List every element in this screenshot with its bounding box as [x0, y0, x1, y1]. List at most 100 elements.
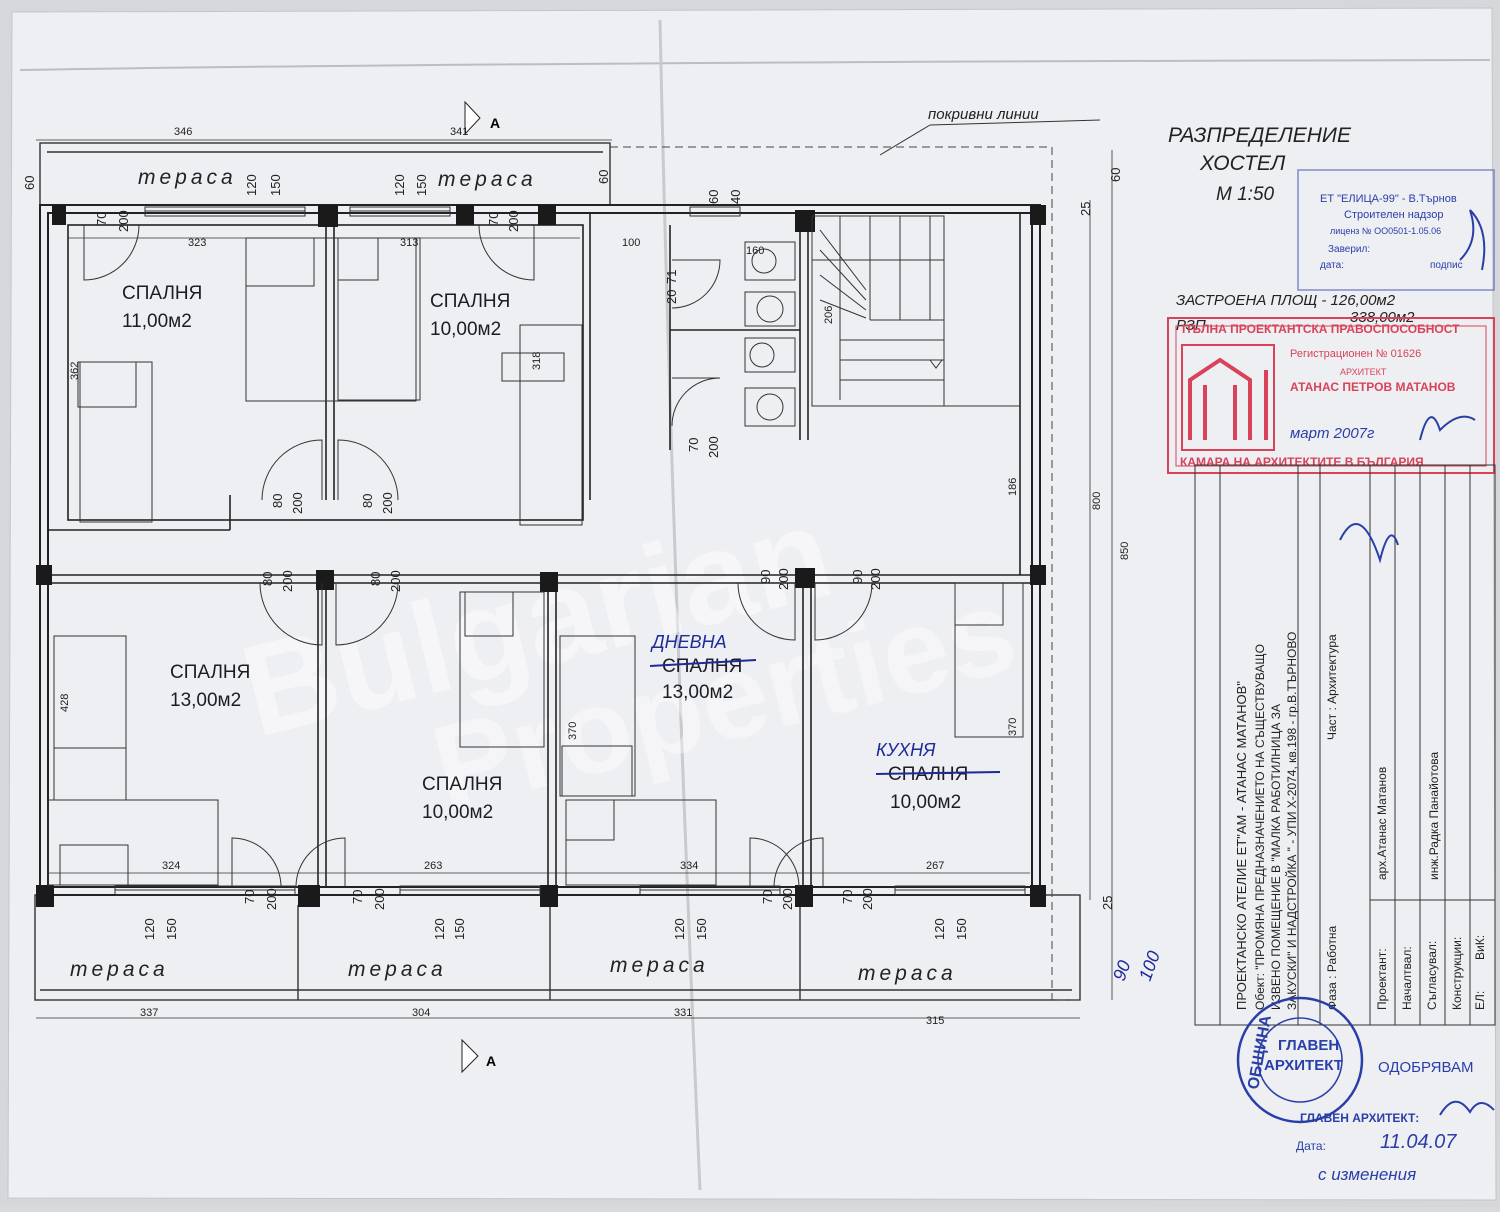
stamp-line: подпис	[1430, 260, 1463, 271]
door-width: 70	[686, 438, 701, 452]
company-stamp: ЕТ "ЕЛИЦА-99" - В.Търнов Строителен надз…	[1297, 169, 1495, 291]
door-width: 70	[94, 212, 109, 226]
window-height: 150	[954, 918, 969, 940]
windows	[114, 206, 1026, 896]
vik-label: ВиК:	[1473, 935, 1487, 960]
constructions-label: Конструкции:	[1450, 937, 1464, 1010]
signature	[1339, 523, 1399, 564]
dimension-label: 331	[674, 1007, 692, 1019]
drawing-title: РАЗПРЕДЕЛЕНИЕ	[1168, 124, 1352, 147]
interior-walls	[48, 213, 1032, 887]
constructions-value: инж.Радка Панайотова	[1427, 752, 1441, 880]
terrace-label: тераса	[610, 954, 709, 977]
handwritten-note: март 2007г	[1290, 425, 1375, 442]
titleblock-object: ИЗВЕНО ПОМЕЩЕНИЕ В "МАЛКА РАБОТИЛНИЦА ЗА	[1269, 704, 1283, 1010]
paper-fold	[19, 59, 1491, 71]
section-mark-label: А	[490, 115, 500, 131]
stamp-line: АРХИТЕКТ	[1264, 1057, 1343, 1074]
room-area: 10,00м2	[422, 802, 493, 823]
roof-line-leader	[879, 124, 931, 156]
terrace-label: тераса	[348, 958, 447, 981]
beds	[47, 237, 1024, 886]
title-block-grid	[1194, 464, 1496, 1026]
terrace-label: тераса	[858, 962, 957, 985]
dimension-label: 186	[1007, 478, 1019, 496]
section-mark-label: А	[486, 1053, 496, 1069]
titleblock-phase: Фаза : Работна	[1325, 925, 1339, 1010]
dimension-label: 346	[174, 126, 192, 138]
titleblock-part: Част : Архитектура	[1325, 634, 1339, 740]
stamp-line: Регистрационен № 01626	[1290, 348, 1421, 360]
columns	[36, 205, 1046, 907]
door-height: 200	[290, 492, 305, 514]
dimension-label: 313	[400, 237, 418, 249]
window-height: 150	[694, 918, 709, 940]
stamp-line: АТАНАС ПЕТРОВ МАТАНОВ	[1290, 380, 1456, 394]
dimension-label: 850	[1119, 542, 1131, 560]
roof-line	[610, 146, 1080, 1001]
door-width: 70	[486, 212, 501, 226]
stamp-line: лиценз № ОО0501-1.05.06	[1330, 226, 1441, 236]
door-height: 200	[116, 210, 131, 232]
terrace-label: тераса	[70, 958, 169, 981]
window-width: 120	[672, 918, 687, 940]
door-height: 200	[388, 570, 403, 592]
terrace-label: тераса	[138, 166, 237, 189]
door-height: 200	[506, 210, 521, 232]
built-area: ЗАСТРОЕНА ПЛОЩ - 126,00м2	[1176, 292, 1396, 309]
window-width: 120	[142, 918, 157, 940]
dimension-label: 428	[59, 694, 71, 712]
dimension-label: 267	[926, 860, 944, 872]
stamp-line: Строителен надзор	[1344, 209, 1443, 221]
dimension-label: 25	[1100, 896, 1115, 910]
handwritten-note: с изменения	[1318, 1165, 1416, 1184]
roof-line-leader	[929, 119, 1101, 126]
room-name: СПАЛНЯ	[662, 656, 742, 677]
stamp-line: АРХИТЕКТ	[1340, 367, 1387, 377]
titleblock-object: Обект: "ПРОМЯНА ПРЕДНАЗНАЧЕНИЕТО НА СЪЩЕ…	[1253, 644, 1267, 1010]
room-name: СПАЛНЯ	[888, 764, 968, 785]
stamp-line: Дата:	[1296, 1139, 1326, 1153]
door-width: 80	[368, 572, 383, 586]
door-height: 200	[706, 436, 721, 458]
window-height: 150	[452, 918, 467, 940]
agreed-label: Съгласувал:	[1425, 941, 1439, 1010]
roof-lines-label: покривни линии	[928, 106, 1039, 123]
room-area: 13,00м2	[662, 682, 733, 703]
stamp-line: ГЛАВЕН АРХИТЕКТ:	[1300, 1111, 1419, 1125]
door-height: 20	[664, 290, 679, 304]
door-width: 80	[360, 494, 375, 508]
dimension-label: 60	[1108, 168, 1123, 182]
stamp-line: дата:	[1320, 260, 1344, 271]
signature	[1459, 209, 1486, 271]
door-height: 200	[860, 888, 875, 910]
door-height: 200	[380, 492, 395, 514]
dimension-label: 160	[746, 245, 764, 257]
stamp-company: ЕТ "ЕЛИЦА-99" - В.Търнов	[1320, 193, 1457, 205]
titleblock-studio: ПРОЕКТАНСКО АТЕЛИЕ ЕТ"АМ - АТАНАС МАТАНО…	[1234, 681, 1249, 1010]
designer-value: арх.Атанас Матанов	[1375, 767, 1389, 880]
opening-height: 40	[728, 190, 743, 204]
signature	[1419, 415, 1476, 441]
paper-sheet	[7, 7, 1497, 1201]
room-name: СПАЛНЯ	[430, 291, 510, 312]
window-height: 150	[268, 174, 283, 196]
stamp-line: ОДОБРЯВАМ	[1378, 1059, 1474, 1076]
stamp-line: ПЪЛНА ПРОЕКТАНТСКА ПРАВОСПОСОБНОСТ	[1182, 322, 1460, 336]
signature	[1439, 1100, 1495, 1116]
dimension-label: 324	[162, 860, 180, 872]
door-width: 90	[758, 570, 773, 584]
door-width: 80	[270, 494, 285, 508]
dimension-label: 334	[680, 860, 698, 872]
dimension-lines	[36, 139, 1113, 1019]
window-height: 150	[164, 918, 179, 940]
dimension-label: 370	[567, 722, 579, 740]
dimension-label: 315	[926, 1015, 944, 1027]
opening-sizes: 70 200 70 200 120 150 120 150 60 40 71 2…	[94, 174, 969, 940]
dimension-label: 318	[531, 352, 543, 370]
window-height: 150	[414, 174, 429, 196]
dimension-label: 60	[22, 176, 37, 190]
room-name: СПАЛНЯ	[422, 774, 502, 795]
door-height: 200	[780, 888, 795, 910]
